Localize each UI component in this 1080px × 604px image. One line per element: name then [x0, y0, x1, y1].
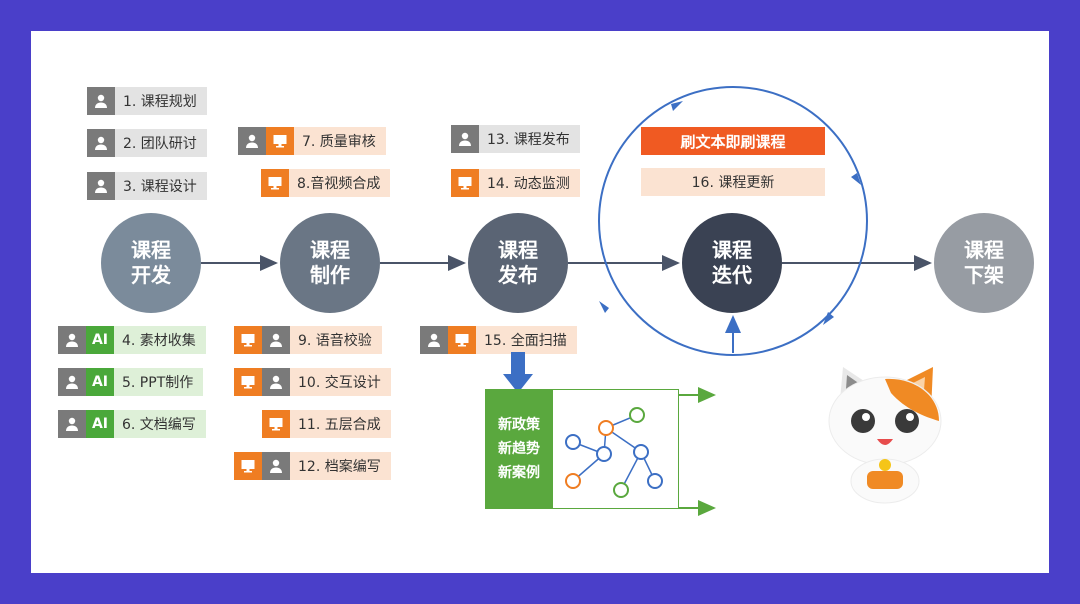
person-icon: [420, 326, 448, 354]
monitor-icon: [262, 410, 290, 438]
down-arrow: [511, 352, 525, 376]
task-label: 2. 团队研讨: [123, 136, 197, 152]
task-label: 4. 素材收集: [122, 333, 196, 349]
person-icon: [262, 368, 290, 396]
refresh-banner: 刷文本即刷课程: [641, 127, 825, 155]
task-quality-review: 7. 质量审核: [238, 127, 386, 155]
task-label: 7. 质量审核: [302, 134, 376, 150]
task-interaction-design: 10. 交互设计: [234, 368, 391, 396]
task-label: 14. 动态监测: [487, 176, 570, 192]
task-team-discussion: 2. 团队研讨: [87, 129, 207, 157]
task-label: 5. PPT制作: [122, 375, 194, 391]
down-arrow-head: [503, 374, 533, 393]
task-dynamic-monitoring: 14. 动态监测: [451, 169, 580, 197]
task-label: 15. 全面扫描: [484, 333, 567, 349]
task-label: 3. 课程设计: [123, 179, 197, 195]
ai-badge: AI: [86, 410, 114, 438]
person-icon: [451, 125, 479, 153]
ai-badge: AI: [86, 326, 114, 354]
news-box: 新政策 新趋势 新案例: [485, 389, 553, 509]
monitor-icon: [234, 326, 262, 354]
stage-retire: 课程下架: [934, 213, 1034, 313]
stage-publish: 课程发布: [468, 213, 568, 313]
task-full-scan: 15. 全面扫描: [420, 326, 577, 354]
person-icon: [87, 172, 115, 200]
task-label: 6. 文档编写: [122, 417, 196, 433]
task-av-synthesis: 8.音视频合成: [261, 169, 391, 197]
person-icon: [58, 410, 86, 438]
monitor-icon: [234, 368, 262, 396]
network-graph: [553, 389, 679, 509]
stage-development: 课程开发: [101, 213, 201, 313]
news-policy: 新政策: [498, 417, 540, 433]
monitor-icon: [234, 452, 262, 480]
monitor-icon: [261, 169, 289, 197]
ai-badge: AI: [86, 368, 114, 396]
task-course-publish: 13. 课程发布: [451, 125, 580, 153]
stage-production: 课程制作: [280, 213, 380, 313]
person-icon: [58, 326, 86, 354]
person-icon: [58, 368, 86, 396]
cat-mascot: [828, 367, 942, 504]
person-icon: [262, 452, 290, 480]
task-label: 10. 交互设计: [298, 375, 381, 391]
cycle-arrowhead: [671, 101, 683, 111]
person-icon: [87, 129, 115, 157]
news-trend: 新趋势: [498, 441, 540, 457]
person-icon: [262, 326, 290, 354]
task-label: 12. 档案编写: [298, 459, 381, 475]
stage-iteration: 课程迭代: [682, 213, 782, 313]
monitor-icon: [448, 326, 476, 354]
cycle-arrowhead: [599, 301, 609, 313]
monitor-icon: [266, 127, 294, 155]
connectors: [201, 86, 932, 516]
task-document-writing: AI 6. 文档编写: [58, 410, 206, 438]
task-label: 8.音视频合成: [297, 176, 381, 192]
task-label: 11. 五层合成: [298, 417, 381, 433]
person-icon: [238, 127, 266, 155]
task-five-layer-synthesis: 11. 五层合成: [262, 410, 391, 438]
task-label: 13. 课程发布: [487, 132, 570, 148]
iteration-cycle: [598, 86, 868, 356]
cycle-arrowhead: [851, 173, 861, 185]
task-course-planning: 1. 课程规划: [87, 87, 207, 115]
task-archive-writing: 12. 档案编写: [234, 452, 391, 480]
task-material-collection: AI 4. 素材收集: [58, 326, 206, 354]
cycle-arrowhead: [823, 312, 834, 325]
news-case: 新案例: [498, 465, 540, 481]
person-icon: [87, 87, 115, 115]
task-label: 9. 语音校验: [298, 333, 372, 349]
task-voice-check: 9. 语音校验: [234, 326, 382, 354]
task-ppt-making: AI 5. PPT制作: [58, 368, 204, 396]
task-course-design: 3. 课程设计: [87, 172, 207, 200]
task-course-update: 16. 课程更新: [641, 168, 825, 196]
task-label: 1. 课程规划: [123, 94, 197, 110]
diagram-canvas: 1. 课程规划 2. 团队研讨 3. 课程设计 AI 4. 素材收集 AI 5.…: [31, 31, 1049, 573]
network-icon: [565, 407, 663, 498]
monitor-icon: [451, 169, 479, 197]
